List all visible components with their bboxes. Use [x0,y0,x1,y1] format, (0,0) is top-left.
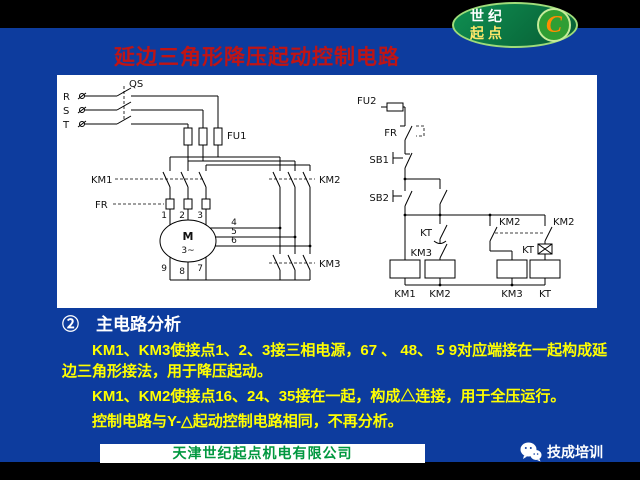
qs-switch: QS [116,79,143,125]
km3-contacts-label: KM3 [319,259,341,270]
logo-text: 世纪 起点 [470,8,506,42]
fr-thermal-relay: FR [95,198,211,225]
km2-main-contacts: KM2 [269,157,341,246]
control-rail [404,214,545,260]
terminal-1: 1 [161,211,167,221]
km1-contacts-label: KM1 [91,175,113,186]
brand-badge: 技成培训 [520,442,603,462]
km2-aux-contact-1: KM2 [489,215,521,260]
fu2-fuse: FU2 [357,96,406,121]
brand-name: 技成培训 [547,444,603,460]
motor-bottom-wires [169,257,310,281]
sb2-label: SB2 [369,193,389,204]
company-name: 天津世纪起点机电有限公司 [172,445,353,461]
slide-title: 延边三角形降压起动控制电路 [114,46,400,69]
analysis-para-3: 控制电路与Y-△起动控制电路相同，不再分析。 [92,413,403,430]
distribution-rails [170,156,310,166]
km2-aux2-label: KM2 [553,217,575,228]
analysis-section: ② 主电路分析 KM1、KM3使接点1、2、3接三相电源，67 、 48、 5 … [62,310,608,436]
circuit-diagram: R S T QS FU1 [62,79,575,300]
qs-label: QS [129,79,143,90]
logo-line2: 起点 [470,25,506,41]
terminal-7: 7 [197,264,203,274]
motor-label: M [183,230,194,243]
terminal-2: 2 [179,211,185,221]
fr-contact-label: FR [384,128,397,139]
analysis-heading: ② 主电路分析 [62,315,181,334]
phase-label-t: T [62,120,70,131]
terminal-5: 5 [231,227,237,237]
terminal-9: 9 [161,264,167,274]
fr-relay-label: FR [95,200,108,211]
wechat-icon [520,442,542,462]
motor-type-label: 3~ [181,246,194,256]
fr-control-contact: FR [384,121,425,146]
logo-line1: 世纪 [470,8,506,24]
km2-contacts-label: KM2 [319,175,341,186]
fu2-label: FU2 [357,96,376,107]
km1-coil-label: KM1 [394,289,416,300]
terminal-4: 4 [231,218,237,228]
bottom-black-bar [0,462,640,480]
circuit-panel: R S T QS FU1 [57,75,597,308]
power-terminals: R S T [62,92,87,131]
sb1-label: SB1 [369,155,389,166]
fu1-fuses: FU1 [183,127,246,165]
km3-coil-label: KM3 [501,289,523,300]
km3-interlock-label: KM3 [410,248,432,259]
km2-aux1-label: KM2 [499,217,521,228]
terminal-6: 6 [231,236,237,246]
km1-main-contacts: KM1 [91,157,207,199]
terminal-3: 3 [197,211,203,221]
self-hold-contact [405,178,448,215]
company-logo: 世纪 起点 C [452,2,578,48]
kt-delay-label: KT [522,245,535,256]
kt-contact-label: KT [420,228,433,239]
phase-label-r: R [63,92,70,103]
sb2-start-button: SB2 [369,179,413,215]
junction-dots [278,177,514,287]
phase-lines [85,95,219,128]
phase-label-s: S [63,106,69,117]
km3-main-contacts: KM3 [269,228,341,280]
fu1-label: FU1 [227,131,246,142]
sb1-stop-button: SB1 [369,146,413,179]
motor-right-wires [210,227,310,247]
km2-aux-contact-2: KM2 KT [495,215,575,260]
kt-coil-label: KT [539,289,552,300]
km2-coil-label: KM2 [429,289,451,300]
logo-c-badge: C [537,8,571,42]
analysis-para-1: KM1、KM3使接点1、2、3接三相电源，67 、 48、 5 9对应端接在一起… [62,342,608,380]
motor: M 3~ 1 2 3 4 5 6 9 8 7 [159,211,237,277]
kt-km3-branch: KT KM3 [410,215,448,260]
coils: KM1 KM2 KM3 KT [389,259,561,300]
analysis-para-2: KM1、KM2使接点16、24、35接在一起，构成△连接，用于全压运行。 [92,388,566,405]
company-bar: 天津世纪起点机电有限公司 [100,444,425,463]
terminal-8: 8 [179,267,185,277]
